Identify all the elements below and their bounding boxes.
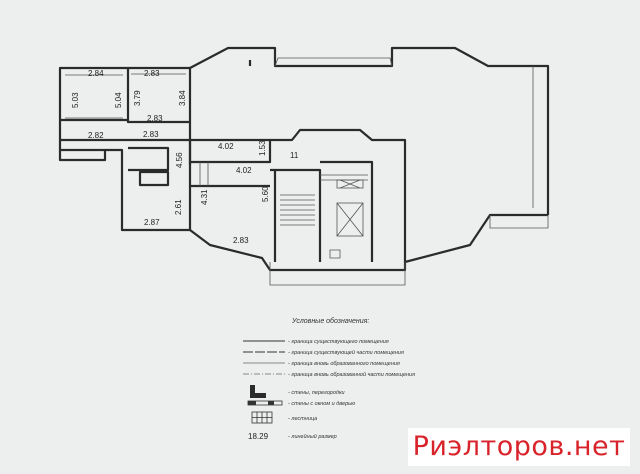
dim-label: 1.53: [258, 140, 267, 156]
dim-label: 2.82: [88, 131, 104, 140]
dim-label: 5.60: [261, 186, 270, 202]
window-wall-symbol-icon: [247, 400, 283, 406]
dim-label: 4.02: [236, 166, 252, 175]
dimension-labels: 2.84 2.83 5.03 5.04 3.79 3.84 2.83 2.82 …: [71, 69, 299, 245]
plan-thin-lines: [65, 57, 549, 286]
wall-symbol-icon: [250, 385, 266, 398]
dim-label: 2.83: [233, 236, 249, 245]
dim-label: 3.84: [178, 90, 187, 106]
legend-item: - лестница: [288, 416, 317, 422]
legend: Условные обозначения: - граница существу…: [243, 317, 415, 441]
dim-label: 11: [290, 151, 299, 160]
dim-label: 2.83: [144, 69, 160, 78]
legend-item: - линейный размер: [288, 433, 337, 440]
plan-walls: [58, 46, 550, 272]
legend-item: - граница вновь образованного помещения: [288, 361, 400, 367]
dim-label: 4.31: [200, 189, 209, 205]
dim-label: 2.87: [144, 218, 160, 227]
dim-label: 2.83: [147, 114, 163, 123]
legend-item: - стены, перегородки: [288, 390, 345, 396]
dim-label: 4.02: [218, 142, 234, 151]
dim-label: 4.56: [175, 152, 184, 168]
legend-item: - граница вновь образованной части помещ…: [288, 371, 415, 378]
dim-label: 5.03: [71, 92, 80, 108]
legend-item: - стены с окном и дверью: [288, 401, 355, 407]
scale-sample: 18.29: [248, 432, 269, 441]
dim-label: 2.61: [174, 199, 183, 215]
dim-label: 3.79: [133, 90, 142, 106]
dim-label: 5.04: [114, 92, 123, 108]
dim-label: 2.84: [88, 69, 104, 78]
legend-item: - граница существующей части помещения: [288, 349, 404, 356]
dim-label: 2.83: [143, 130, 159, 139]
stairs-symbol-icon: [251, 411, 273, 424]
watermark-logo: Риэлторов.нет: [408, 428, 630, 466]
legend-title: Условные обозначения:: [291, 317, 369, 325]
legend-item: - граница существующего помещения: [288, 339, 389, 345]
